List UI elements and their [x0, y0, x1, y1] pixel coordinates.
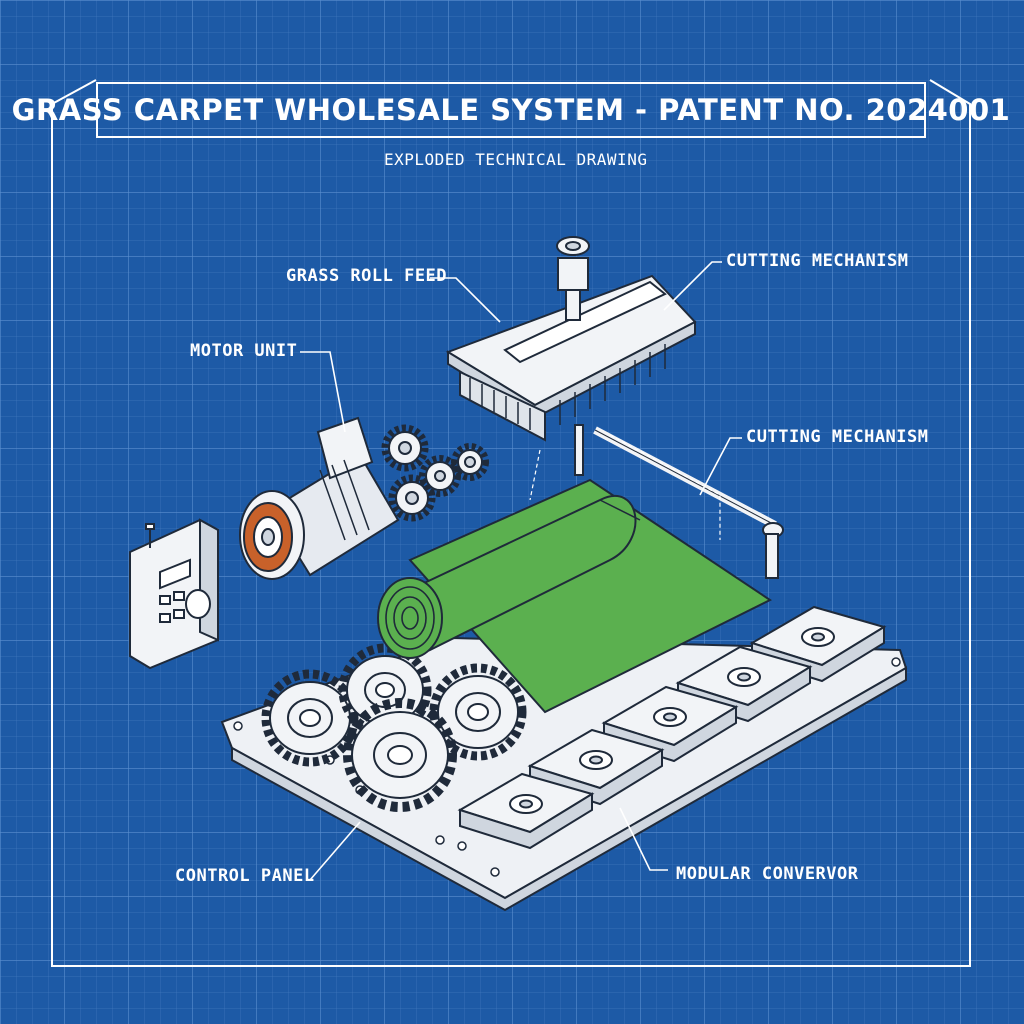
- leader-lines: [300, 261, 742, 881]
- gear-icon: [261, 643, 527, 812]
- subtitle: EXPLODED TECHNICAL DRAWING: [384, 150, 648, 169]
- control-panel-icon: [129, 518, 219, 670]
- label-modular-conveyor: MODULAR CONVERVOR: [676, 864, 859, 884]
- motor-icon: [239, 416, 400, 580]
- label-grass-roll-feed: GRASS ROLL FEED: [286, 266, 448, 286]
- drawing-frame: [51, 79, 971, 967]
- page-title: GRASS CARPET WHOLESALE SYSTEM - PATENT N…: [11, 93, 1011, 127]
- label-cutting-mechanism-top: CUTTING MECHANISM: [726, 251, 909, 271]
- grass-roll-icon: [377, 478, 772, 714]
- gear-icon: [381, 424, 489, 522]
- cutter-icon: [445, 236, 784, 579]
- conveyor-module-icon: [457, 605, 887, 850]
- label-control-panel: CONTROL PANEL: [175, 866, 315, 886]
- label-motor-unit: MOTOR UNIT: [190, 341, 298, 361]
- title-box: GRASS CARPET WHOLESALE SYSTEM - PATENT N…: [12, 82, 1010, 138]
- label-cutting-mechanism-side: CUTTING MECHANISM: [746, 427, 929, 447]
